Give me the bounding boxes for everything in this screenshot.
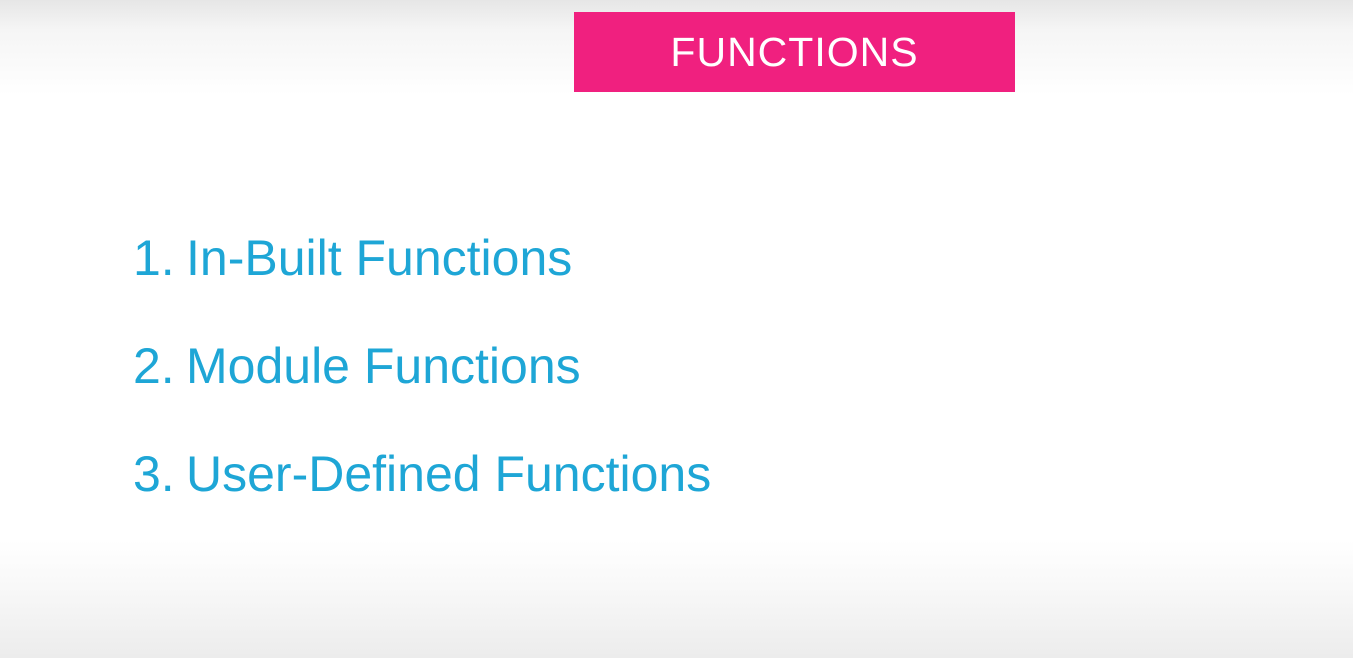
list-item-label: User-Defined Functions: [186, 446, 712, 502]
list-item: 3. User-Defined Functions: [133, 444, 711, 552]
slide-title: FUNCTIONS: [670, 28, 919, 75]
function-types-list: 1. In-Built Functions 2. Module Function…: [133, 228, 711, 552]
list-item-label: In-Built Functions: [186, 230, 573, 286]
list-item-number: 3.: [133, 446, 175, 502]
list-item-number: 2.: [133, 338, 175, 394]
list-item-number: 1.: [133, 230, 175, 286]
list-item-label: Module Functions: [186, 338, 581, 394]
list-item: 1. In-Built Functions: [133, 228, 711, 336]
list-item: 2. Module Functions: [133, 336, 711, 444]
title-banner: FUNCTIONS: [574, 12, 1015, 92]
